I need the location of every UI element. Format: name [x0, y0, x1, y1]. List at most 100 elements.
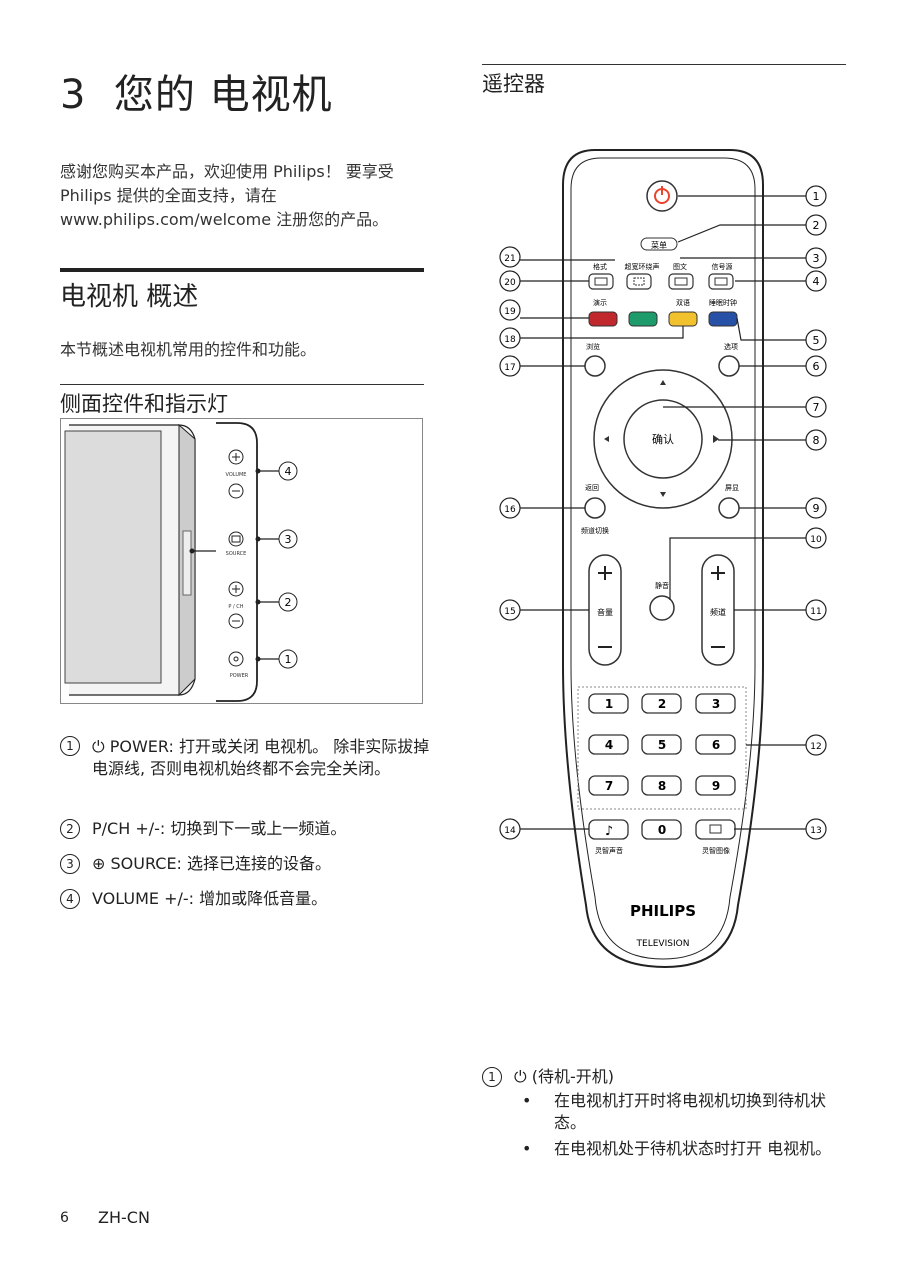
- svg-text:16: 16: [504, 505, 516, 515]
- svg-text:2: 2: [658, 697, 666, 711]
- dual-label: 双语: [676, 298, 690, 307]
- source-label: 信号源: [712, 262, 733, 271]
- standby-bullet-2: • 在电视机处于待机状态时打开 电视机。: [522, 1138, 842, 1160]
- tv-side-drawing: VOLUME SOURCE P / CH POWER 4 3 2 1: [64, 422, 298, 702]
- browse-button: [584, 355, 606, 377]
- svg-text:7: 7: [813, 401, 820, 414]
- svg-text:13: 13: [810, 826, 821, 836]
- panel-label-pch: P / CH: [228, 604, 243, 610]
- item-number: 1: [60, 736, 80, 756]
- tv-button-strip: [182, 530, 192, 596]
- channel-label: 频道: [710, 607, 726, 617]
- side-controls-illustration: VOLUME SOURCE P / CH POWER 4 3 2 1: [60, 418, 423, 704]
- info-button: [718, 497, 740, 519]
- menu-label: 菜单: [651, 240, 667, 250]
- back-label: 返回: [585, 484, 599, 492]
- remote-body-inner: [570, 157, 756, 960]
- side-callout-circles: [278, 461, 298, 669]
- surround-label: 超宽环绕声: [625, 262, 660, 271]
- language-code: ZH-CN: [98, 1208, 150, 1227]
- svg-text:1: 1: [605, 697, 613, 711]
- info-label: 屏显: [725, 484, 739, 492]
- item-text: VOLUME +/-: 增加或降低音量。: [92, 889, 328, 908]
- svg-text:2: 2: [813, 219, 820, 232]
- svg-text:9: 9: [813, 502, 820, 515]
- ok-label: 确认: [652, 433, 674, 446]
- panel-buttons: [228, 449, 244, 667]
- source-glyph: [231, 535, 241, 543]
- svg-text:4: 4: [605, 738, 613, 752]
- svg-text:4: 4: [813, 275, 820, 288]
- smart-sound-label: 灵智声音: [595, 846, 623, 855]
- format-label: 格式: [593, 262, 607, 271]
- overview-text: 本节概述电视机常用的控件和功能。: [60, 340, 317, 359]
- svg-text:18: 18: [504, 335, 516, 345]
- svg-text:17: 17: [504, 363, 515, 373]
- remote-rule: [482, 64, 846, 65]
- side-callout-dots: [255, 468, 261, 662]
- menu-button: [640, 237, 678, 251]
- mute-button: [649, 595, 675, 621]
- back-button: [584, 497, 606, 519]
- green-button: [628, 311, 658, 327]
- standby-bullet-1: • 在电视机打开时将电视机切换到待机状态。: [522, 1090, 842, 1134]
- svg-text:6: 6: [712, 738, 720, 752]
- tv-screen: [64, 430, 162, 684]
- side-item-4: 4 VOLUME +/-: 增加或降低音量。: [60, 888, 430, 910]
- item-number: 4: [60, 889, 80, 909]
- bullet-icon: •: [522, 1091, 532, 1110]
- philips-logo: PHILIPS: [630, 902, 696, 920]
- svg-text:8: 8: [658, 779, 666, 793]
- svg-text:6: 6: [813, 360, 820, 373]
- item-text: P/CH +/-: 切换到下一或上一频道。: [92, 819, 347, 838]
- side-controls-heading: 侧面控件和指示灯: [60, 392, 228, 416]
- svg-text:1: 1: [813, 190, 820, 203]
- remote-body: [562, 149, 764, 969]
- svg-text:5: 5: [813, 334, 820, 347]
- standby-item: 1⏻ (待机-开机): [482, 1066, 852, 1088]
- remote-drawing: 菜单 格式 超宽环绕声 图文 信号源 演示 双语 睡眠时钟 浏览 选项 确认: [499, 149, 827, 969]
- svg-text:8: 8: [813, 434, 820, 447]
- panel-label-source: SOURCE: [226, 551, 247, 557]
- chapter-title-text: 您的 电视机: [113, 72, 333, 118]
- svg-text:11: 11: [810, 607, 821, 617]
- top-row-glyphs: [594, 277, 728, 286]
- chapter-number: 3: [60, 72, 87, 118]
- smart-picture-icon: [709, 824, 722, 834]
- side-callout-4: 4: [285, 465, 292, 478]
- svg-text:3: 3: [813, 252, 820, 265]
- zoom-dot: [189, 548, 195, 554]
- svg-text:20: 20: [504, 278, 516, 288]
- rocker-glyphs: [598, 566, 725, 648]
- side-callout-1: 1: [285, 653, 292, 666]
- left-arrow-icon: [604, 436, 609, 442]
- panel-glyphs: [232, 453, 240, 662]
- number-keys: [588, 693, 736, 840]
- svg-text:15: 15: [504, 607, 515, 617]
- ok-button: [623, 399, 703, 479]
- remote-callout-circles: [499, 185, 827, 840]
- item-text: ⏻ POWER: 打开或关闭 电视机。 除非实际拔掉电源线, 否则电视机始终都不…: [92, 737, 430, 778]
- browse-label: 浏览: [586, 342, 600, 351]
- smart-picture-label: 灵智图像: [702, 846, 730, 855]
- chapter-title: 3 您的 电视机: [60, 62, 333, 120]
- television-label: TELEVISION: [636, 939, 690, 949]
- page-number: 6: [60, 1210, 69, 1226]
- side-callout-3: 3: [285, 533, 292, 546]
- power-button: [646, 180, 678, 212]
- remote-heading: 遥控器: [482, 72, 545, 96]
- mute-label: 静音: [655, 581, 669, 590]
- remote-illustration: 菜单 格式 超宽环绕声 图文 信号源 演示 双语 睡眠时钟 浏览 选项 确认: [480, 145, 850, 975]
- item-number: 1: [482, 1067, 502, 1087]
- teletext-label: 图文: [673, 262, 687, 271]
- svg-text:19: 19: [504, 307, 516, 317]
- panel-label-volume: VOLUME: [226, 472, 247, 478]
- svg-text:9: 9: [712, 779, 720, 793]
- red-button: [588, 311, 618, 327]
- svg-text:7: 7: [605, 779, 613, 793]
- side-item-1: 1 ⏻ POWER: 打开或关闭 电视机。 除非实际拔掉电源线, 否则电视机始终…: [60, 736, 430, 780]
- item-number: 3: [60, 854, 80, 874]
- yellow-button: [668, 311, 698, 327]
- remote-callout-numbers: 1 2 3 4 5 6 7 8 9 10 11 12 13 14 15 16 1…: [504, 190, 822, 836]
